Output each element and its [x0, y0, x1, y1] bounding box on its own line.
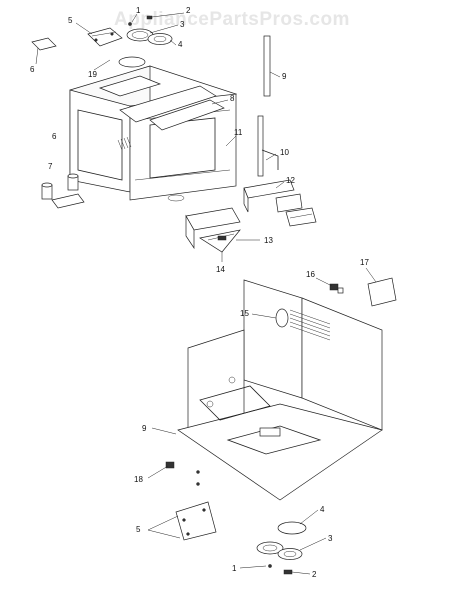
- callout-bot-3: 3: [328, 534, 333, 543]
- callout-bot-1: 1: [232, 564, 237, 573]
- callout-top-7: 7: [48, 162, 53, 171]
- part-17-plate: [367, 277, 397, 307]
- callout-bot-5: 5: [136, 525, 141, 534]
- part-1-screw-bottom: [268, 564, 272, 568]
- callout-top-9: 9: [282, 72, 287, 81]
- callout-top-10: 10: [280, 148, 289, 157]
- callout-top-11: 11: [234, 128, 243, 137]
- callout-bot-2: 2: [312, 570, 317, 579]
- part-9-rod: [263, 35, 271, 97]
- callout-bot-18: 18: [134, 475, 143, 484]
- callout-top-4: 4: [178, 40, 183, 49]
- part-3-gears-bottom: [256, 541, 303, 560]
- part-5-bracket-bottom: [175, 501, 217, 541]
- part-10-rod: [261, 149, 279, 170]
- callout-top-1: 1: [136, 6, 141, 15]
- callout-labels: 1 2 3 4 5 6 19 8 9 6 11 10 7 12 13 14 16…: [30, 6, 369, 579]
- right-panel: [301, 297, 383, 431]
- vent-hatch: [117, 136, 132, 151]
- callout-bot-4: 4: [320, 505, 325, 514]
- part-4-disc-bottom: [277, 521, 307, 535]
- part-19-disc: [118, 56, 146, 68]
- callout-top-13: 13: [264, 236, 273, 245]
- part-2-clip-bottom: [283, 569, 293, 575]
- part-14-base: [199, 229, 241, 253]
- callout-top-5: 5: [68, 16, 73, 25]
- part-13-bracket: [185, 207, 317, 250]
- part-1-screw: [128, 22, 132, 26]
- part-18-clip: [165, 461, 175, 469]
- leader-lines: [35, 12, 377, 575]
- callout-bot-15: 15: [240, 309, 249, 318]
- callout-top-8: 8: [230, 94, 235, 103]
- callout-top-6a: 6: [30, 65, 35, 74]
- callout-top-12: 12: [286, 176, 295, 185]
- bottom-assembly: [165, 277, 397, 575]
- cavity-box-top: [69, 65, 238, 202]
- callout-bot-9: 9: [142, 424, 147, 433]
- inner-component: [259, 427, 281, 437]
- top-assembly: [31, 15, 317, 253]
- callout-top-19: 19: [88, 70, 97, 79]
- callout-bot-17: 17: [360, 258, 369, 267]
- part-7-knobs: [41, 173, 85, 209]
- part-12-bracket: [243, 179, 303, 213]
- part-11-rod: [257, 115, 264, 177]
- callout-top-2: 2: [186, 6, 191, 15]
- part-2-clip: [146, 15, 153, 20]
- callout-top-6b: 6: [52, 132, 57, 141]
- callout-bot-16: 16: [306, 270, 315, 279]
- back-panel: [243, 279, 303, 399]
- part-15-window: [275, 308, 289, 328]
- callout-top-3: 3: [180, 20, 185, 29]
- callout-top-14: 14: [216, 265, 225, 274]
- watermark-text: AppliancePartsPros.com: [114, 9, 350, 30]
- part-16-switch: [329, 283, 344, 294]
- part-6-plate: [31, 37, 57, 51]
- part-5-bracket: [87, 27, 123, 47]
- vent-slots: [289, 309, 331, 341]
- part-4-gear-top: [147, 33, 173, 45]
